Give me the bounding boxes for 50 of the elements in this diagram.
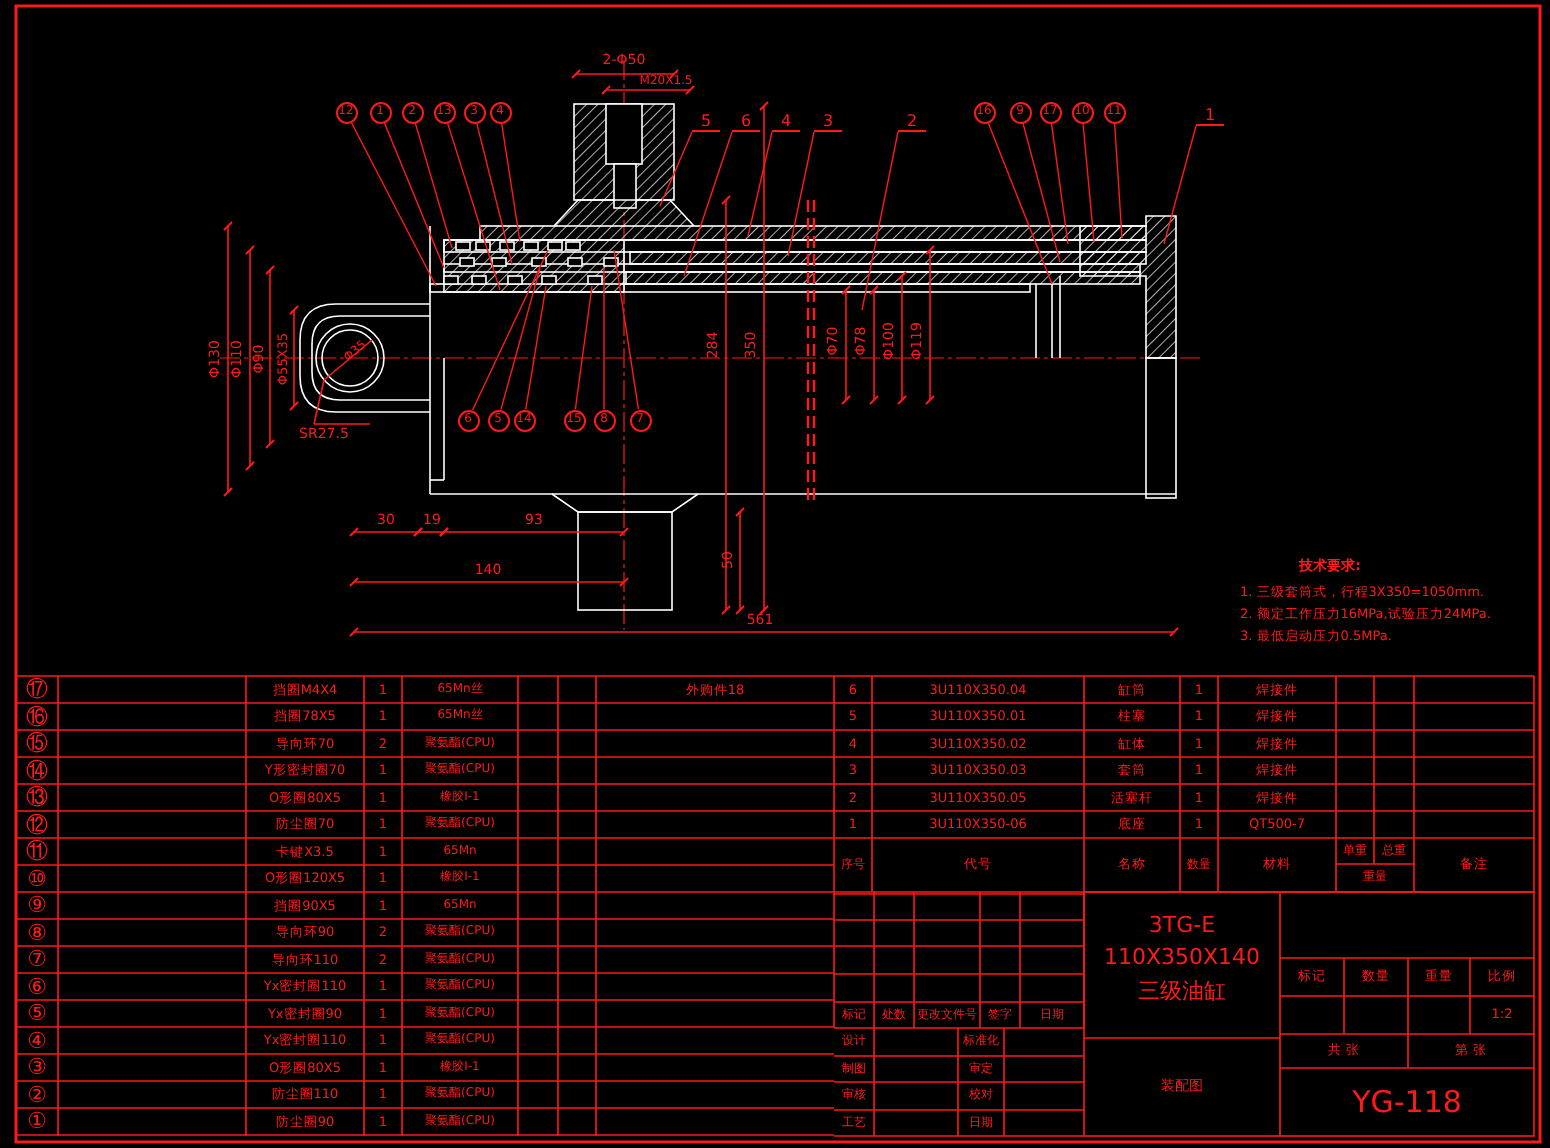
item-number: ⑭ xyxy=(24,757,50,784)
leader-line xyxy=(603,267,605,410)
leader-line xyxy=(574,285,593,410)
leader-line xyxy=(471,249,549,411)
item-number: ⑬ xyxy=(24,784,50,811)
leader-line xyxy=(525,285,547,410)
leader-line xyxy=(861,131,899,311)
item-number: ⑰ xyxy=(24,676,50,703)
item-number: ⑥ xyxy=(25,973,49,1000)
item-number: ⑮ xyxy=(24,730,50,757)
leader-line xyxy=(747,131,773,237)
item-number: ④ xyxy=(25,1027,49,1054)
leader-line xyxy=(683,131,733,277)
leader-line xyxy=(1022,121,1061,263)
leader-line xyxy=(446,121,501,291)
item-number: ⑪ xyxy=(24,838,50,865)
leader-line xyxy=(350,121,437,287)
item-number: ⑫ xyxy=(24,811,50,838)
callout-number: 3 xyxy=(814,112,842,132)
drawing-title: 110X350X140 xyxy=(1101,942,1263,974)
leader-line xyxy=(1163,125,1197,245)
leader-line xyxy=(1050,122,1069,245)
leader-line xyxy=(500,267,541,411)
callout-number: 1 xyxy=(1196,106,1224,126)
item-number: ③ xyxy=(25,1054,49,1081)
drawing-title: 3TG-E xyxy=(1146,910,1218,940)
item-number: ⑦ xyxy=(25,946,49,973)
item-number: ⑩ xyxy=(25,865,49,892)
leader-line xyxy=(659,131,693,207)
leader-line xyxy=(475,121,513,265)
drawing-number: YG-118 xyxy=(1350,1081,1464,1123)
callout-number: 5 xyxy=(692,112,720,132)
leader-line xyxy=(383,121,445,269)
leader-line xyxy=(1113,122,1123,239)
leader-line xyxy=(414,121,453,249)
item-number: ② xyxy=(25,1081,49,1108)
callout-number: 6 xyxy=(732,112,760,132)
leader-line xyxy=(500,122,521,243)
leader-line xyxy=(787,131,815,257)
item-number: ① xyxy=(25,1108,49,1135)
item-number: ⑧ xyxy=(25,919,49,946)
drawing-title: 三级油缸 xyxy=(1136,976,1228,1008)
callout-number: 2 xyxy=(898,112,926,132)
leader-line xyxy=(613,249,640,410)
leader-line xyxy=(1082,122,1095,243)
item-number: ⑯ xyxy=(24,703,50,730)
item-number: ⑤ xyxy=(25,1000,49,1027)
leader-line xyxy=(987,121,1053,285)
callout-number: 4 xyxy=(772,112,800,132)
item-number: ⑨ xyxy=(25,892,49,919)
